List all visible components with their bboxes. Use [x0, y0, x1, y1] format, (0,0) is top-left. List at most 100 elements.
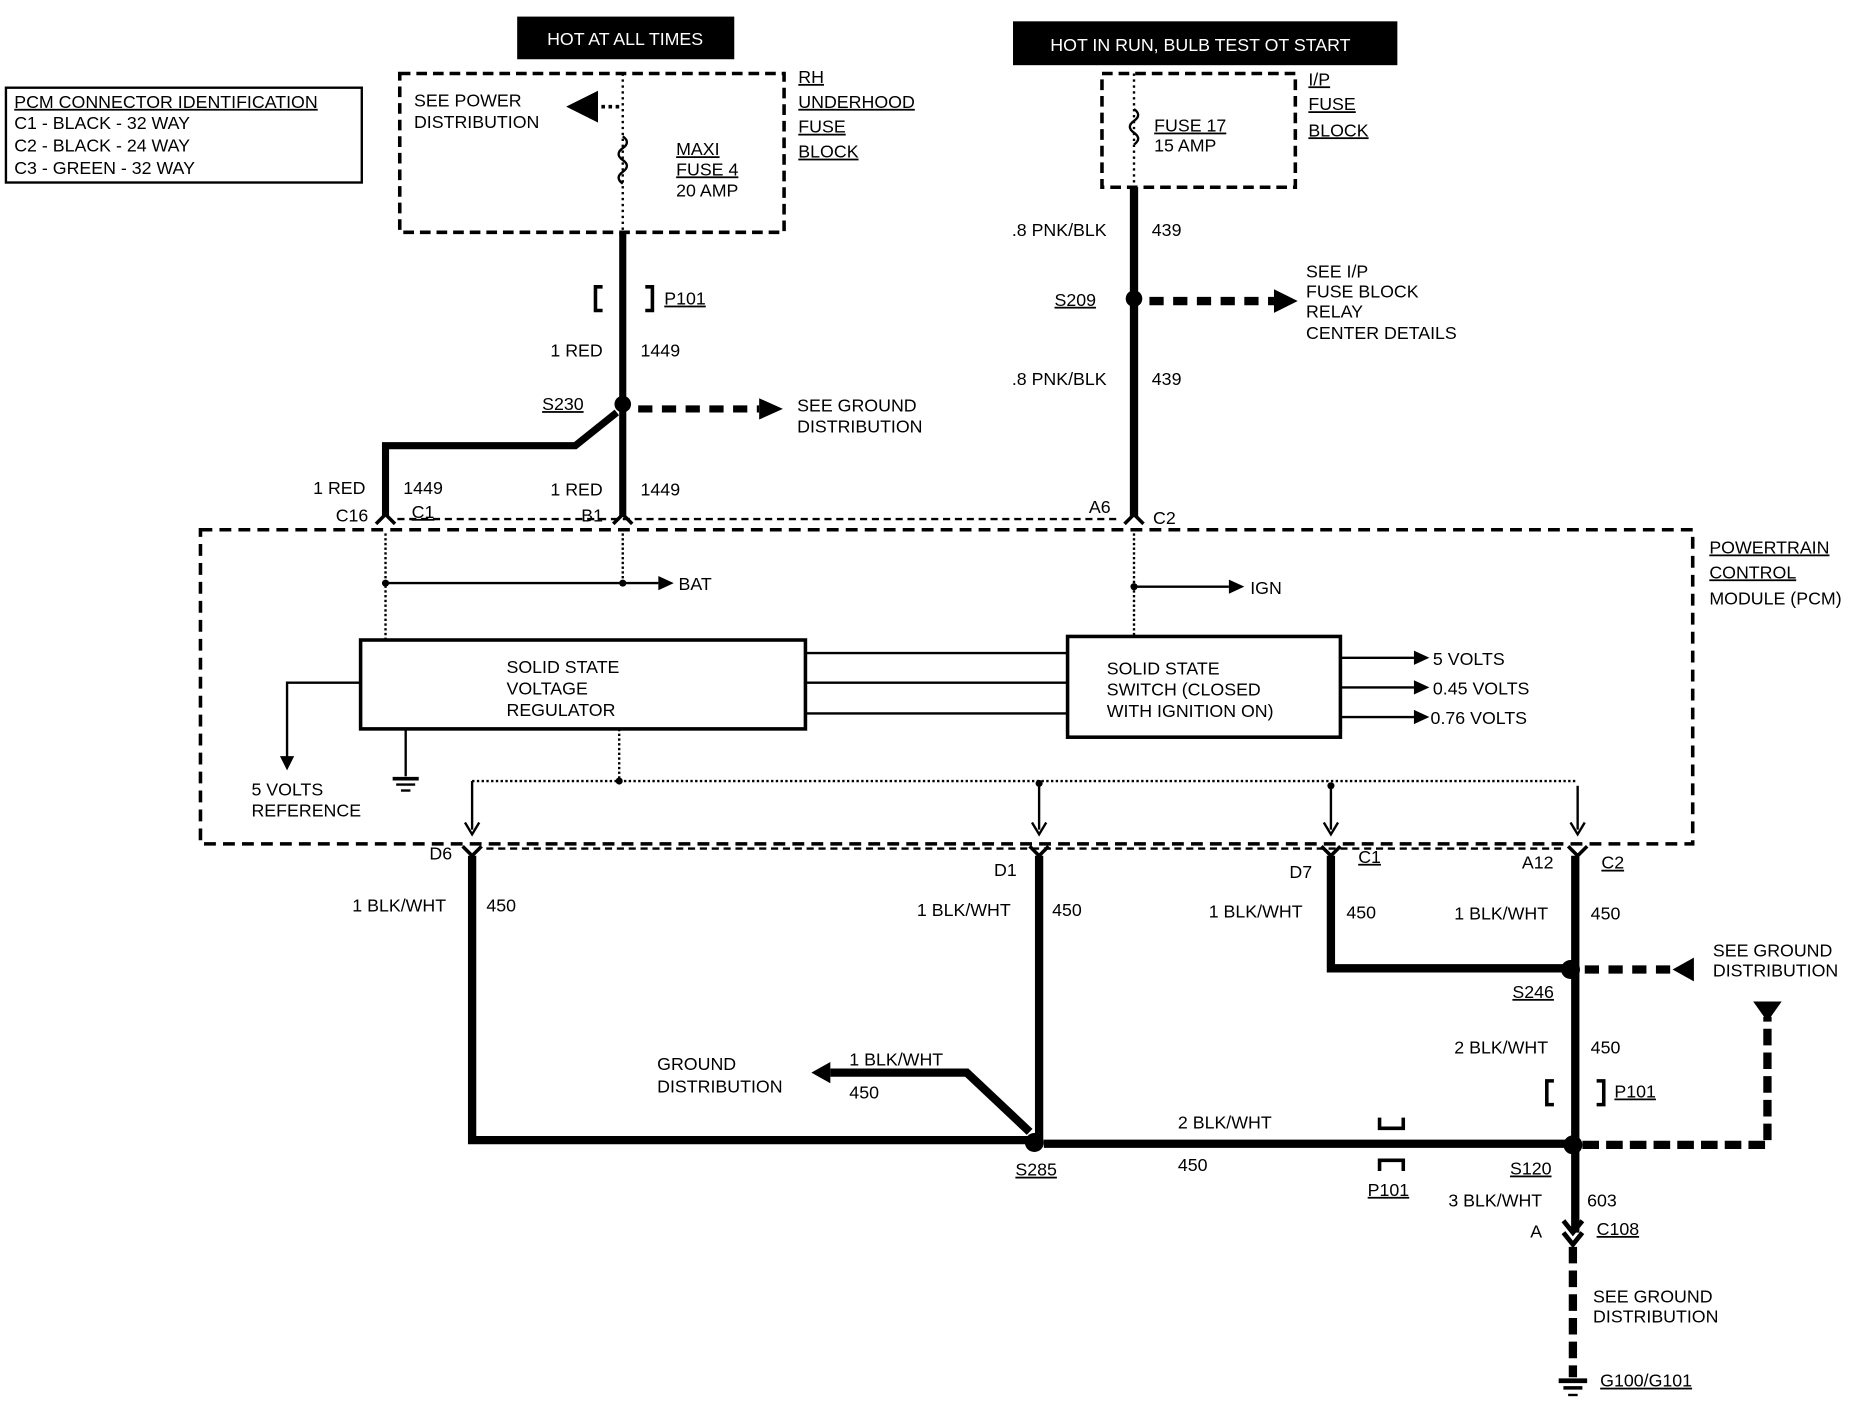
block-name: FUSE — [798, 117, 846, 137]
reference-text: GROUND — [657, 1054, 736, 1074]
wire-color-label: .8 PNK/BLK — [1012, 369, 1107, 389]
wire-color-label: 3 BLK/WHT — [1448, 1191, 1542, 1211]
ground-label: G100/G101 — [1600, 1371, 1692, 1391]
circuit-1449: P101 1 RED 1449 S230 SEE GROUND DISTRIBU… — [313, 232, 923, 517]
fuse-label: FUSE 17 — [1154, 116, 1226, 136]
pcm-name: CONTROL — [1709, 562, 1796, 582]
wire-color-label: .8 PNK/BLK — [1012, 220, 1107, 240]
wire-color-label: 1 RED — [313, 478, 365, 498]
pin-label: A12 — [1522, 853, 1554, 873]
block-name: FUSE — [1308, 94, 1356, 114]
block-name: BLOCK — [798, 142, 858, 162]
wire-color-label: 1 BLK/WHT — [849, 1050, 943, 1070]
wire-color-label: 1 BLK/WHT — [1454, 904, 1548, 924]
circuit-number: 450 — [849, 1083, 879, 1103]
reference-text: SEE GROUND — [1713, 940, 1833, 960]
fuse-label: 20 AMP — [676, 181, 738, 201]
wire-color-label: 1 BLK/WHT — [352, 895, 446, 915]
arrow-icon — [1753, 1001, 1782, 1022]
connector-label: P101 — [1368, 1180, 1410, 1200]
output-label: 0.45 VOLTS — [1433, 679, 1530, 699]
wire-color-label: 1 BLK/WHT — [917, 900, 1011, 920]
switch-label: SWITCH (CLOSED — [1107, 680, 1261, 700]
block-name: BLOCK — [1308, 120, 1368, 140]
rh-underhood-fuse-block: SEE POWER DISTRIBUTION MAXI FUSE 4 20 AM… — [397, 67, 915, 235]
pcm-bottom-connectors: D6 D1 D7 C1 A12 C2 — [429, 843, 1624, 882]
circuit-number: 450 — [1346, 903, 1376, 923]
reference-text: CENTER DETAILS — [1306, 323, 1457, 343]
reference-text: FUSE BLOCK — [1306, 281, 1419, 301]
circuit-number: 603 — [1587, 1191, 1617, 1211]
reference-text: DISTRIBUTION — [797, 417, 922, 437]
circuit-number: 450 — [1178, 1155, 1208, 1175]
arrow-icon — [1273, 289, 1298, 313]
fuse-label: 15 AMP — [1154, 136, 1216, 156]
circuit-450: 1 BLK/WHT 450 1 BLK/WHT 450 GROUND DISTR… — [352, 855, 1838, 1233]
output-label: 5 VOLTS — [1433, 649, 1505, 669]
splice-label: S209 — [1055, 290, 1097, 310]
reference-text: DISTRIBUTION — [1713, 961, 1838, 981]
pin-label: A — [1530, 1221, 1542, 1241]
circuit-603: 3 BLK/WHT 603 A C108 SEE GROUND DISTRIBU… — [1448, 1191, 1718, 1397]
wire-color-label: 2 BLK/WHT — [1178, 1112, 1272, 1132]
reference-label: 5 VOLTS — [251, 779, 323, 799]
pcm-name: MODULE (PCM) — [1709, 588, 1841, 608]
circuit-number: 450 — [1591, 904, 1621, 924]
splice-label: S285 — [1015, 1160, 1057, 1180]
pin-label: C16 — [336, 505, 369, 525]
reference-text: SEE GROUND — [1593, 1287, 1713, 1307]
regulator-label: REGULATOR — [507, 700, 616, 720]
switch-label: WITH IGNITION ON) — [1107, 701, 1274, 721]
ground-icon — [392, 776, 419, 792]
connector-icon — [1377, 1117, 1406, 1171]
reference-text: DISTRIBUTION — [657, 1077, 782, 1097]
ip-fuse-block: FUSE 17 15 AMP I/P FUSE BLOCK — [1100, 69, 1369, 190]
regulator-label: SOLID STATE — [507, 657, 620, 677]
header-label: HOT IN RUN, BULB TEST OT START — [1050, 35, 1350, 55]
fuse-icon — [617, 135, 629, 185]
connector-label: C1 — [1358, 847, 1381, 867]
see-power-text: DISTRIBUTION — [414, 112, 539, 132]
connector-label: C2 — [1153, 508, 1176, 528]
pcm-name: POWERTRAIN — [1709, 537, 1829, 557]
connector-icon — [593, 285, 655, 313]
circuit-number: 450 — [486, 895, 516, 915]
connector-label: C2 — [1601, 853, 1624, 873]
splice-s246 — [1561, 960, 1581, 979]
splice-s120 — [1563, 1135, 1583, 1155]
voltage-regulator — [358, 638, 808, 731]
fuse-label: MAXI — [676, 139, 719, 159]
arrow-icon — [1672, 957, 1694, 982]
splice-s209 — [1125, 290, 1143, 307]
connector-label: C1 — [412, 502, 435, 522]
reference-text: SEE GROUND — [797, 395, 917, 415]
connector-label: C108 — [1597, 1219, 1640, 1239]
pin-label: D7 — [1289, 862, 1312, 882]
legend-row: C3 - GREEN - 32 WAY — [14, 158, 195, 178]
splice-label: S120 — [1510, 1159, 1552, 1179]
pin-label: B1 — [581, 505, 603, 525]
reference-text: SEE I/P — [1306, 261, 1368, 281]
output-label: 0.76 VOLTS — [1431, 708, 1528, 728]
splice-s285 — [1024, 1133, 1044, 1153]
header-hot-in-run: HOT IN RUN, BULB TEST OT START — [1013, 21, 1398, 66]
connector-label: P101 — [1614, 1082, 1656, 1102]
pcm-top-connectors: C16 C1 B1 A6 C2 — [336, 497, 1176, 528]
splice-label: S246 — [1512, 982, 1554, 1002]
pin-label: D6 — [429, 843, 452, 863]
ign-label: IGN — [1250, 578, 1282, 598]
reference-text: RELAY — [1306, 302, 1363, 322]
wire-color-label: 2 BLK/WHT — [1454, 1038, 1548, 1058]
circuit-439: .8 PNK/BLK 439 S209 SEE I/P FUSE BLOCK R… — [1012, 187, 1457, 517]
legend-title: PCM CONNECTOR IDENTIFICATION — [14, 92, 317, 112]
pin-label: D1 — [994, 860, 1017, 880]
see-power-text: SEE POWER — [414, 91, 522, 111]
circuit-number: 450 — [1591, 1038, 1621, 1058]
block-name: RH — [798, 67, 824, 87]
solid-state-switch — [1065, 634, 1343, 739]
reference-text: DISTRIBUTION — [1593, 1307, 1718, 1327]
splice-label: S230 — [542, 394, 584, 414]
arrow-icon — [811, 1061, 831, 1084]
block-name: UNDERHOOD — [798, 92, 915, 112]
circuit-number: 1449 — [403, 478, 443, 498]
